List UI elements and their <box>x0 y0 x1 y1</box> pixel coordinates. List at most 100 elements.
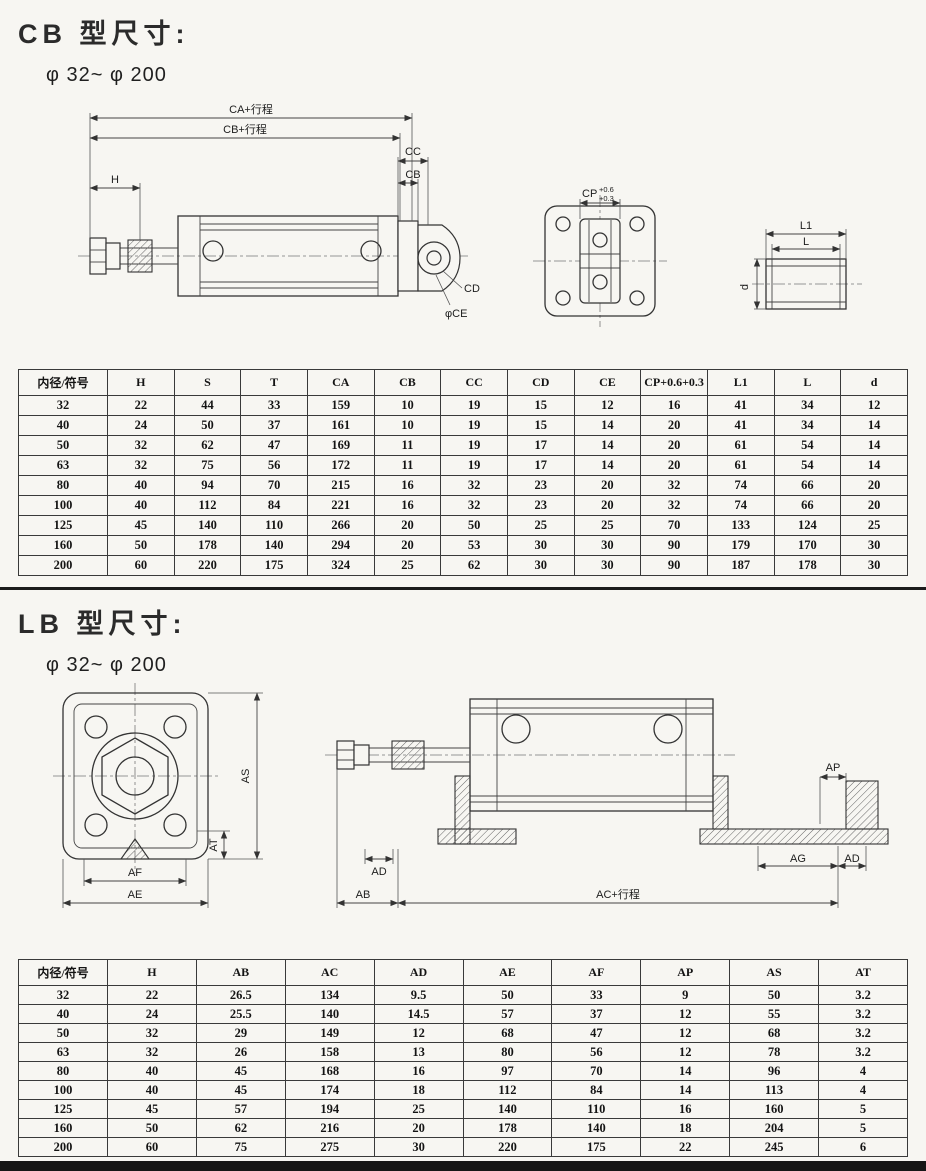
table-cell: 75 <box>173 455 242 476</box>
table-cell: 32 <box>107 1023 197 1043</box>
table-cell: 14 <box>840 435 908 456</box>
column-header: H <box>107 369 175 396</box>
table-cell: 6 <box>818 1137 908 1157</box>
table-cell: 29 <box>195 1023 286 1043</box>
table-cell: 70 <box>240 475 308 496</box>
table-cell: 11 <box>373 435 442 456</box>
table-cell: 40 <box>107 1080 197 1100</box>
column-header: CC <box>440 369 508 396</box>
table-cell: 11 <box>373 455 442 476</box>
table-cell: 5 <box>818 1099 908 1119</box>
table-cell: 75 <box>195 1137 286 1157</box>
column-header: S <box>173 369 242 396</box>
table-cell: 14 <box>840 415 908 436</box>
table-cell: 159 <box>306 395 375 416</box>
dim-label-cb-stroke: CB+行程 <box>223 123 267 136</box>
table-cell: 25 <box>373 555 442 576</box>
table-cell: 45 <box>195 1061 286 1081</box>
dim-label-ad-left: AD <box>371 866 386 878</box>
table-cell: 32 <box>640 475 708 496</box>
table-cell: 32 <box>440 495 508 516</box>
table-cell: 30 <box>573 535 642 556</box>
table-cell: 74 <box>706 495 775 516</box>
table-cell: 12 <box>840 395 908 416</box>
table-cell: 47 <box>240 435 308 456</box>
table-cell: 30 <box>506 555 575 576</box>
table-cell: 90 <box>640 555 708 576</box>
table-cell: 175 <box>240 555 308 576</box>
table-cell: 78 <box>729 1042 819 1062</box>
column-header: CE <box>573 369 642 396</box>
table-cell: 61 <box>706 435 775 456</box>
table-cell: 33 <box>240 395 308 416</box>
table-cell: 20 <box>573 495 642 516</box>
table-cell: 20 <box>373 515 442 536</box>
table-cell: 15 <box>506 395 575 416</box>
table-cell: 55 <box>729 1004 819 1024</box>
table-cell: 19 <box>440 395 508 416</box>
table-cell: 220 <box>173 555 242 576</box>
table-cell: 32 <box>107 435 175 456</box>
table-cell: 174 <box>284 1080 375 1100</box>
table-cell: 160 <box>729 1099 819 1119</box>
table-cell: 40 <box>107 495 175 516</box>
table-cell: 17 <box>506 435 575 456</box>
column-header: CP+0.6+0.3 <box>640 369 708 396</box>
table-cell: 68 <box>729 1023 819 1043</box>
table-cell: 53 <box>440 535 508 556</box>
table-cell: 45 <box>195 1080 286 1100</box>
table-cell: 178 <box>773 555 842 576</box>
table-cell: 30 <box>573 555 642 576</box>
column-header: L1 <box>706 369 775 396</box>
column-header: d <box>840 369 908 396</box>
table-cell: 14 <box>640 1080 731 1100</box>
table-cell: 10 <box>373 415 442 436</box>
table-cell: 50 <box>729 985 819 1005</box>
table-cell: 30 <box>840 535 908 556</box>
table-cell: 140 <box>462 1099 553 1119</box>
table-cell: 110 <box>551 1099 642 1119</box>
column-header: AT <box>818 959 908 986</box>
table-cell: 50 <box>107 1118 197 1138</box>
table-cell: 22 <box>640 1137 731 1157</box>
table-cell: 16 <box>640 1099 731 1119</box>
dim-label-cc: CC <box>405 146 421 158</box>
dim-label-cp: CP <box>582 188 597 200</box>
table-cell: 125 <box>18 515 108 536</box>
table-cell: 140 <box>240 535 308 556</box>
column-header: CA <box>306 369 375 396</box>
table-cell: 32 <box>18 395 108 416</box>
table-cell: 266 <box>306 515 375 536</box>
table-cell: 140 <box>284 1004 375 1024</box>
table-cell: 20 <box>640 435 708 456</box>
dim-label-ad-right: AD <box>844 853 859 865</box>
table-cell: 54 <box>773 435 842 456</box>
table-cell: 100 <box>18 1080 108 1100</box>
cb-section: CB 型尺寸: φ 32~ φ 200 <box>0 0 926 576</box>
table-cell: 125 <box>18 1099 108 1119</box>
table-cell: 41 <box>706 415 775 436</box>
dim-label-ae: AE <box>128 889 143 901</box>
table-cell: 134 <box>284 985 375 1005</box>
table-cell: 16 <box>373 495 442 516</box>
table-cell: 80 <box>18 475 108 496</box>
dim-label-ag: AG <box>790 853 806 865</box>
table-cell: 20 <box>640 415 708 436</box>
table-cell: 16 <box>640 395 708 416</box>
table-cell: 30 <box>506 535 575 556</box>
table-cell: 19 <box>440 415 508 436</box>
column-header: CD <box>506 369 575 396</box>
table-cell: 16 <box>373 1061 464 1081</box>
table-cell: 26.5 <box>195 985 286 1005</box>
table-cell: 54 <box>773 455 842 476</box>
